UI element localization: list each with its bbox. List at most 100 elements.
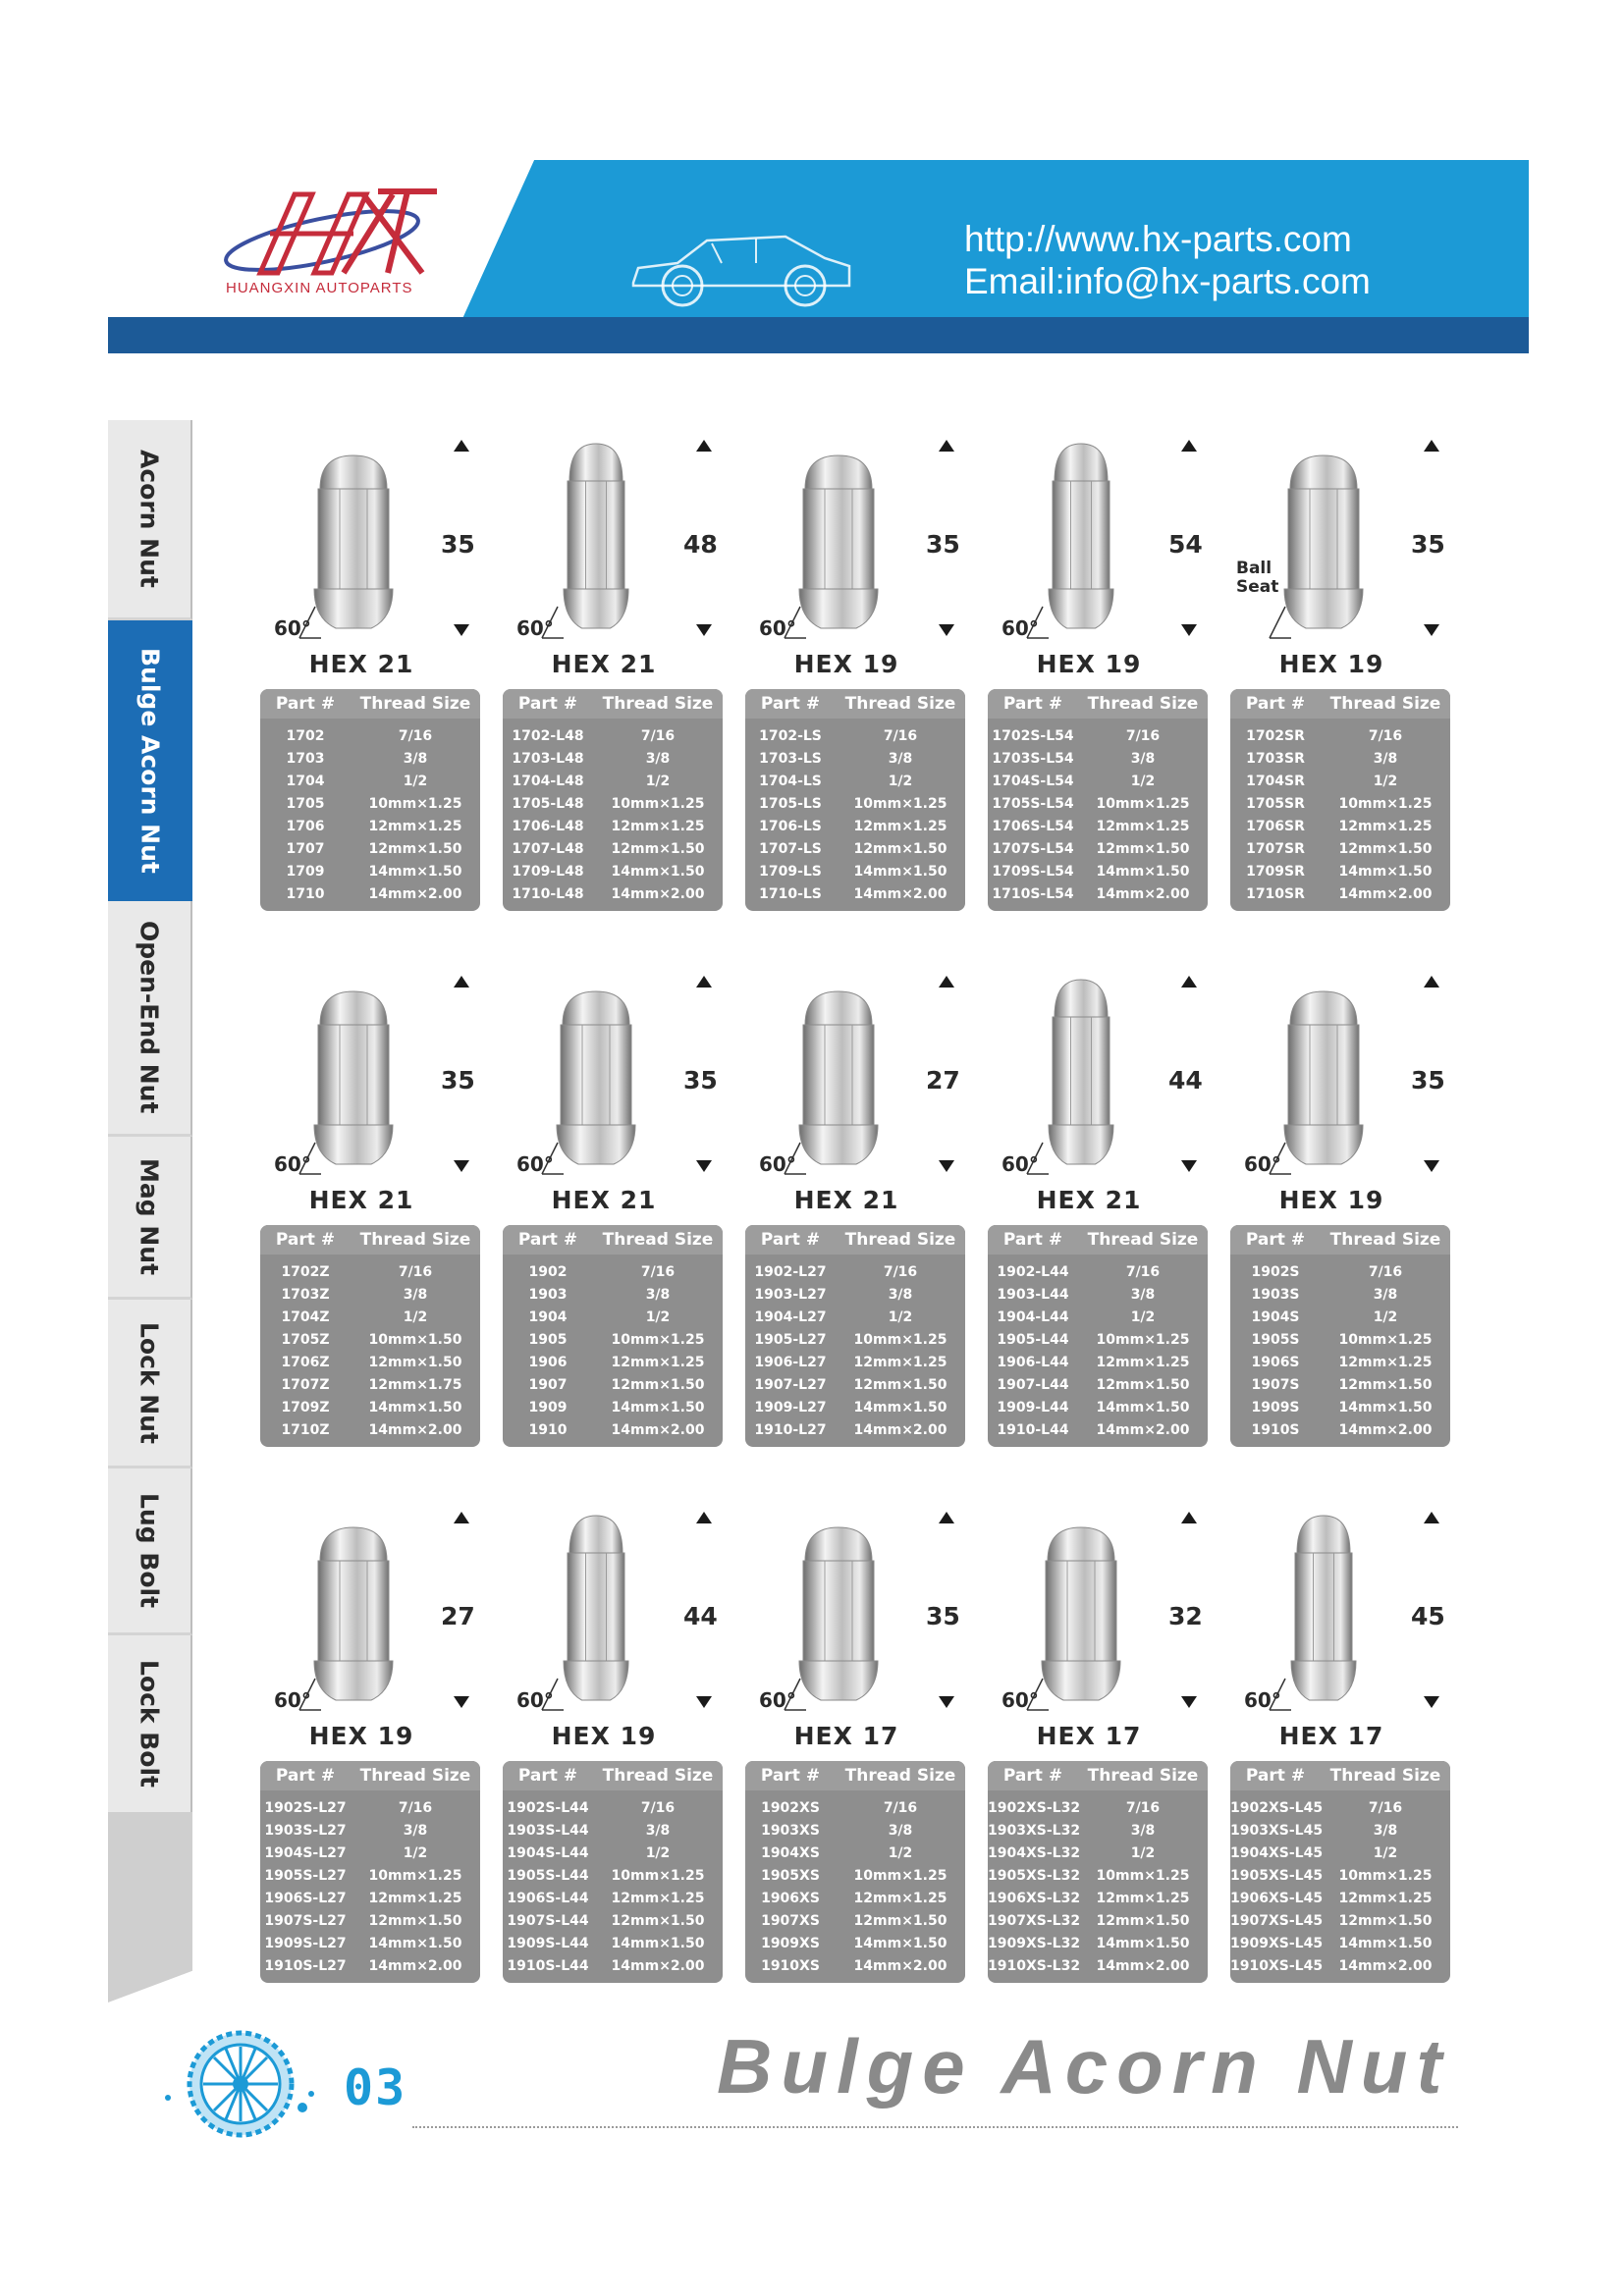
thread-size-cell: 14mm×2.00	[1338, 885, 1433, 902]
thread-size-cell: 10mm×1.25	[1338, 795, 1433, 812]
part-number-cell: 1907S-L44	[507, 1912, 589, 1929]
part-number-cell: 1906S	[1251, 1354, 1300, 1370]
thread-size-cell: 10mm×1.25	[1096, 795, 1190, 812]
part-number-cell: 1907	[528, 1376, 568, 1393]
header-blue-panel	[462, 160, 1529, 317]
thread-size-cell: 12mm×1.25	[1096, 1890, 1190, 1906]
tab-lock-bolt[interactable]: Lock Bolt	[108, 1635, 192, 1812]
thread-size-cell: 3/8	[1373, 1286, 1398, 1303]
part-number-header: Part #	[517, 694, 578, 714]
spec-table-header: Part #Thread Size	[260, 1761, 480, 1790]
lug-nut-image	[1269, 1512, 1439, 1711]
thread-size-cell: 14mm×2.00	[1096, 1957, 1190, 1974]
thread-size-cell: 7/16	[1368, 727, 1403, 744]
hex-size-label: HEX 17	[793, 1722, 899, 1750]
part-number-cell: 1910S-L44	[507, 1957, 589, 1974]
thread-size-cell: 3/8	[403, 1286, 428, 1303]
part-number-cell: 1707-LS	[759, 840, 822, 857]
spec-table-header: Part #Thread Size	[1230, 1225, 1450, 1255]
thread-size-cell: 3/8	[1130, 1286, 1156, 1303]
spec-table-header: Part #Thread Size	[745, 1225, 965, 1255]
height-dimension: 35	[1411, 1066, 1445, 1095]
part-number-cell: 1905	[528, 1331, 568, 1348]
tab-open-end-nut[interactable]: Open-End Nut	[108, 901, 192, 1137]
tab-bulge-acorn-nut[interactable]: Bulge Acorn Nut	[108, 620, 192, 901]
table-row: 1703 3/8	[260, 747, 480, 770]
company-name: HUANGXIN AUTOPARTS	[226, 280, 413, 296]
thread-size-cell: 14mm×2.00	[368, 885, 462, 902]
thread-size-cell: 14mm×2.00	[611, 1421, 705, 1438]
thread-size-cell: 12mm×1.25	[853, 1354, 947, 1370]
tab-lock-nut[interactable]: Lock Nut	[108, 1300, 192, 1468]
tab-mag-nut[interactable]: Mag Nut	[108, 1137, 192, 1300]
thread-size-header: Thread Size	[844, 1766, 956, 1786]
thread-size-cell: 1/2	[888, 773, 913, 789]
tab-label: Mag Nut	[135, 1157, 164, 1276]
part-number-cell: 1702SR	[1246, 727, 1305, 744]
thread-size-cell: 14mm×1.50	[611, 1935, 705, 1951]
thread-size-cell: 12mm×1.25	[853, 1890, 947, 1906]
thread-size-cell: 3/8	[403, 750, 428, 767]
thread-size-cell: 7/16	[640, 1799, 676, 1816]
part-number-cell: 1906XS-L32	[988, 1890, 1081, 1906]
thread-size-cell: 12mm×1.25	[1096, 818, 1190, 834]
part-number-cell: 1705SR	[1246, 795, 1305, 812]
part-number-cell: 1702-LS	[759, 727, 822, 744]
thread-size-cell: 12mm×1.75	[368, 1376, 462, 1393]
part-number-cell: 1706Z	[281, 1354, 330, 1370]
thread-size-cell: 14mm×1.50	[1338, 1935, 1433, 1951]
lug-nut-image	[1026, 1512, 1197, 1711]
tab-acorn-nut[interactable]: Acorn Nut	[108, 420, 192, 620]
thread-size-cell: 1/2	[645, 773, 671, 789]
part-number-cell: 1903S-L44	[507, 1822, 589, 1839]
thread-size-cell: 1/2	[1373, 773, 1398, 789]
tab-lug-bolt[interactable]: Lug Bolt	[108, 1468, 192, 1635]
part-number-cell: 1703	[286, 750, 325, 767]
part-number-header: Part #	[275, 1766, 336, 1786]
part-number-cell: 1705-L48	[512, 795, 584, 812]
thread-size-cell: 12mm×1.25	[368, 1890, 462, 1906]
height-dimension: 35	[683, 1066, 718, 1095]
lug-nut-image	[1026, 440, 1197, 639]
height-dimension: 48	[683, 530, 718, 559]
part-number-cell: 1707-L48	[512, 840, 584, 857]
thread-size-cell: 14mm×1.50	[611, 1399, 705, 1415]
part-number-cell: 1704Z	[281, 1308, 330, 1325]
thread-size-cell: 12mm×1.25	[611, 1354, 705, 1370]
part-number-cell: 1705-LS	[759, 795, 822, 812]
